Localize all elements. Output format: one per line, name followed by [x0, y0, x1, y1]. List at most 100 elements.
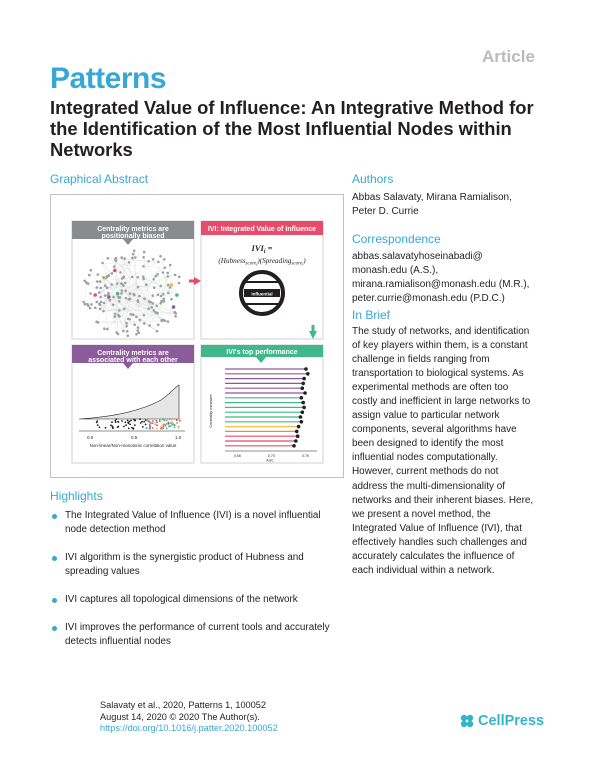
highlight-text: IVI captures all topological dimensions …: [65, 594, 298, 605]
association-dot: [128, 420, 131, 423]
doi-link[interactable]: https://doi.org/10.1016/j.patter.2020.10…: [100, 723, 278, 733]
correspondence-line-3[interactable]: mirana.ramialison@monash.edu (M.R.),: [352, 279, 530, 290]
performance-point: [298, 415, 303, 419]
perf-xlabel: AUC: [266, 459, 274, 463]
citation-line-2: August 14, 2020 © 2020 The Author(s).: [100, 711, 260, 722]
association-dot: [117, 420, 119, 423]
network-node: [138, 294, 141, 298]
panel-ivi-performance: IVI's top performance Centrality measure…: [200, 344, 324, 464]
correspondence-line-1[interactable]: abbas.salavatyhoseinabadi@: [352, 251, 483, 262]
perf-tick-1: 0.70: [268, 454, 275, 458]
network-node: [115, 282, 119, 285]
network-node: [102, 276, 105, 279]
network-node: [132, 313, 135, 316]
bullet-icon: [52, 556, 57, 561]
correspondence-line-4[interactable]: peter.currie@monash.edu (P.D.C.): [352, 293, 505, 304]
graphical-abstract-figure: Centrality metrics are positionally bias…: [50, 194, 344, 478]
network-node: [93, 306, 97, 310]
network-node: [134, 256, 137, 259]
network-node: [142, 314, 146, 317]
performance-point: [303, 391, 307, 395]
network-node: [137, 331, 141, 335]
network-node: [99, 286, 102, 290]
network-node: [150, 306, 153, 309]
network-node: [133, 323, 136, 327]
association-dot: [171, 424, 173, 426]
assoc-xlabel: Non-linear/Non-monotonic correlation val…: [90, 443, 177, 448]
performance-point: [302, 376, 306, 381]
network-node: [119, 271, 122, 274]
network-node: [96, 273, 100, 276]
network-node: [142, 277, 145, 281]
network-node: [168, 286, 172, 289]
network-node: [127, 261, 131, 264]
association-dot: [169, 418, 171, 421]
network-node: [131, 252, 135, 256]
in-brief-line: The study of networks, and identificatio…: [352, 326, 530, 337]
highlights-heading: Highlights: [50, 489, 103, 503]
network-node: [156, 293, 160, 297]
network-node: [122, 329, 125, 333]
network-node: [136, 276, 139, 279]
association-dot: [110, 424, 112, 427]
network-node: [136, 285, 140, 289]
network-node: [174, 315, 177, 318]
correspondence-emails: abbas.salavatyhoseinabadi@ monash.edu (A…: [352, 250, 552, 306]
network-node: [105, 286, 109, 289]
association-dot: [141, 420, 143, 423]
network-node: [95, 286, 99, 289]
perf-tick-0: 0.65: [234, 454, 241, 458]
association-dot: [111, 421, 113, 424]
network-node: [98, 280, 102, 283]
association-dot: [149, 424, 151, 427]
highlight-text: IVI improves the performance of current …: [65, 622, 330, 633]
in-brief-line: address the multi-dimensionality of: [352, 480, 505, 492]
network-graph: [82, 249, 181, 338]
panel-association-title-1: Centrality metrics are: [97, 350, 169, 357]
association-dot: [174, 424, 176, 426]
network-node: [170, 298, 173, 301]
graphical-abstract-heading: Graphical Abstract: [50, 172, 149, 186]
performance-point: [302, 405, 306, 410]
network-node: [106, 257, 110, 260]
association-dot: [157, 418, 159, 420]
panel-positional-bias-title-1: Centrality metrics are: [97, 226, 169, 233]
network-node: [157, 323, 160, 327]
network-node: [130, 275, 134, 279]
network-node: [166, 275, 170, 278]
performance-point: [299, 396, 304, 400]
association-dot: [104, 426, 107, 429]
association-dot: [151, 422, 154, 424]
association-dot: [175, 421, 178, 424]
association-dot: [153, 423, 156, 425]
network-node: [88, 306, 92, 310]
association-dot: [139, 418, 141, 421]
association-dot: [169, 422, 172, 425]
highlight-item: IVI improves the performance of current …: [50, 621, 350, 649]
network-node: [152, 278, 155, 281]
in-brief-line: experimental methods are often too: [352, 382, 509, 394]
author-line-1: Abbas Salavaty, Mirana Ramialison,: [352, 192, 512, 203]
network-node: [112, 295, 115, 299]
association-scatter: [95, 418, 181, 430]
performance-point: [306, 372, 310, 376]
panel-performance-title: IVI's top performance: [226, 349, 297, 356]
association-dot: [167, 421, 170, 424]
association-dot: [178, 418, 181, 420]
network-node: [103, 327, 106, 330]
network-node: [173, 310, 177, 314]
network-node: [110, 283, 113, 286]
citation-block: Salavaty et al., 2020, Patterns 1, 10005…: [100, 700, 278, 735]
association-dot: [156, 421, 158, 424]
network-node: [113, 312, 117, 316]
in-brief-heading: In Brief: [352, 308, 391, 322]
correspondence-line-2[interactable]: monash.edu (A.S.),: [352, 265, 439, 276]
panel-positional-bias: Centrality metrics are positionally bias…: [71, 220, 195, 340]
network-node: [173, 273, 177, 277]
network-node: [96, 280, 99, 283]
publisher-name: CellPress: [478, 713, 545, 729]
network-node: [135, 333, 138, 336]
network-node: [113, 268, 117, 273]
network-node: [159, 294, 163, 298]
performance-lollipop-chart: [225, 367, 310, 448]
